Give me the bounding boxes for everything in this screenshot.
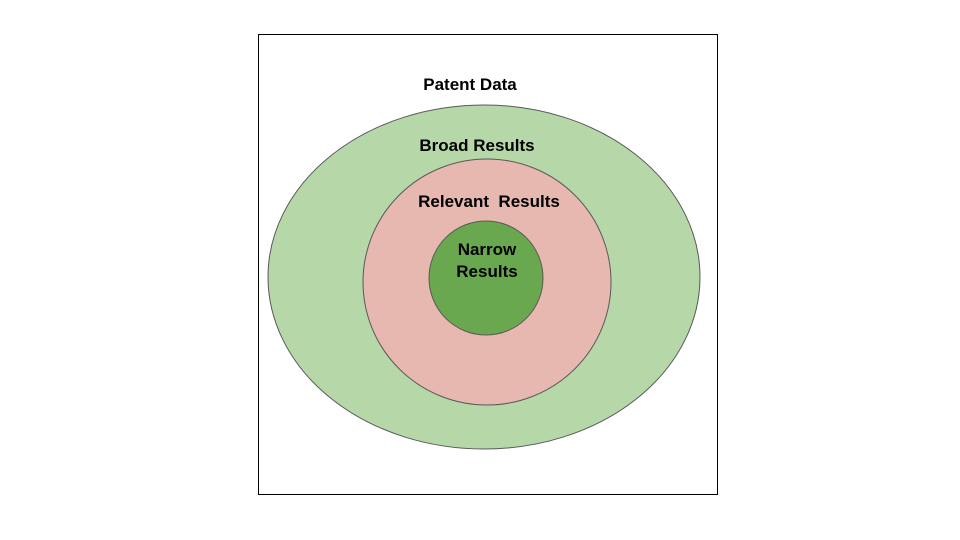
relevant-results-label: Relevant Results <box>418 192 560 211</box>
narrow-results-label-line2: Results <box>456 262 517 281</box>
broad-results-label: Broad Results <box>419 136 534 155</box>
narrow-results-label-line1: Narrow <box>458 240 517 259</box>
patent-data-label: Patent Data <box>423 75 517 94</box>
narrow-results-circle <box>428 220 544 336</box>
